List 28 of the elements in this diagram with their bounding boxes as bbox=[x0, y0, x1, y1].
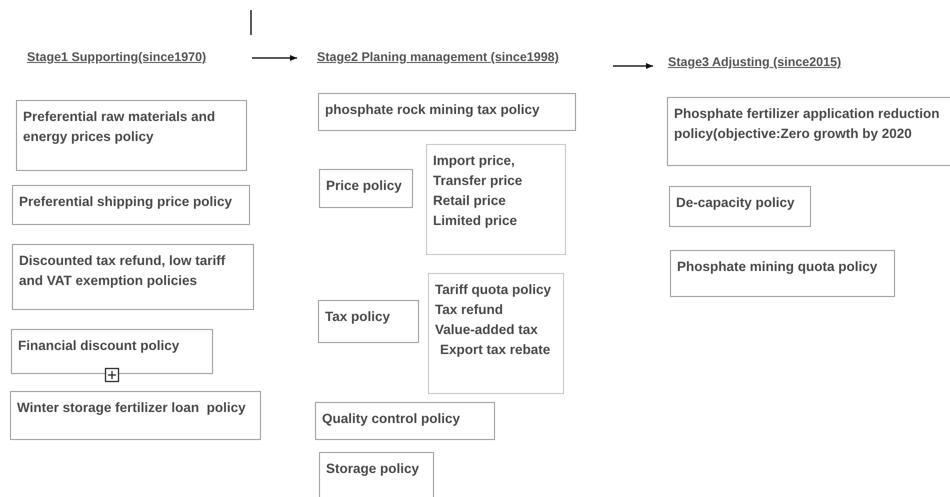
stage-heading: Stage1 Supporting(since1970) bbox=[27, 50, 227, 64]
policy-box: Preferential raw materials and energy prices policy bbox=[16, 100, 247, 171]
policy-list-box bbox=[428, 273, 564, 394]
policy-box: phosphate rock mining tax policy bbox=[318, 93, 576, 131]
policy-box: Discounted tax refund, low tariff and VAT exemption policies bbox=[12, 244, 254, 310]
policy-box: Phosphate mining quota policy bbox=[670, 250, 895, 297]
policy-box: Preferential shipping price policy bbox=[12, 185, 250, 225]
policy-list-box bbox=[426, 144, 566, 255]
stage-heading: Stage3 Adjusting (since2015) bbox=[668, 55, 868, 69]
policy-box: Tax policy bbox=[318, 300, 419, 343]
policy-box: Phosphate fertilizer application reduction policy(objective:Zero growth by 2020 bbox=[667, 97, 950, 166]
policy-box: Winter storage fertilizer loan policy bbox=[10, 391, 261, 440]
policy-box: Price policy bbox=[319, 169, 413, 208]
policy-box: De-capacity policy bbox=[669, 186, 811, 227]
list-item: Retail price bbox=[433, 192, 507, 210]
policy-box: Quality control policy bbox=[315, 402, 495, 440]
policy-box: Financial discount policy bbox=[11, 329, 213, 374]
list-item: Limited price bbox=[433, 212, 518, 230]
list-item: Export tax rebate bbox=[439, 341, 552, 359]
policy-box: Storage policy bbox=[319, 452, 434, 497]
list-item: Tax refund bbox=[435, 301, 504, 319]
arrow bbox=[613, 63, 653, 69]
list-item: Transfer price bbox=[433, 172, 524, 190]
list-item: Tariff quota policy bbox=[435, 281, 552, 299]
arrow bbox=[252, 55, 297, 61]
list-item: Value-added tax bbox=[435, 321, 539, 339]
list-item: Import price, bbox=[433, 152, 516, 170]
stage-heading: Stage2 Planing management (since1998) bbox=[317, 50, 589, 64]
